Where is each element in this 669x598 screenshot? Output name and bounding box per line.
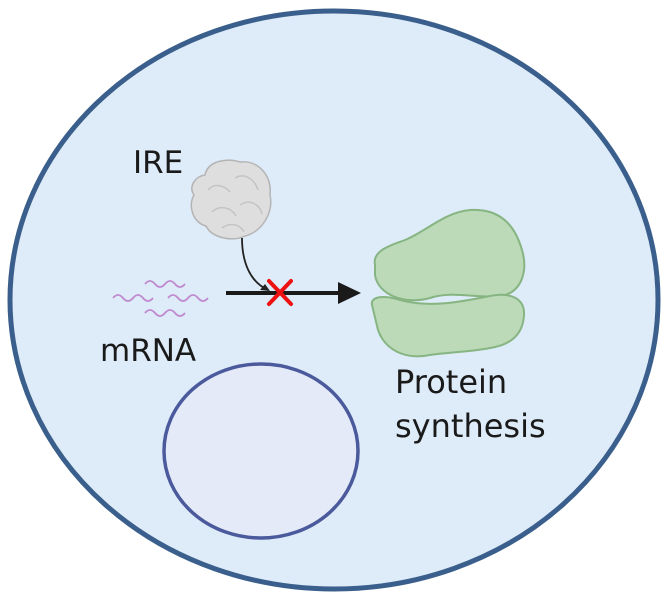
- mrna-icon: [112, 280, 209, 317]
- inhibition-arrowhead: [260, 284, 270, 291]
- nucleus: [162, 362, 360, 540]
- protein-synthesis-label-line2: synthesis: [395, 407, 546, 445]
- translation-arrowhead: [338, 282, 361, 304]
- ire-protein-icon: [190, 159, 272, 240]
- mrna-label: mRNA: [100, 333, 196, 369]
- ire-label: IRE: [133, 145, 183, 181]
- protein-synthesis-label-line1: Protein: [395, 363, 507, 401]
- ribosome-icon: [370, 208, 526, 358]
- blocked-x-icon: [267, 279, 293, 306]
